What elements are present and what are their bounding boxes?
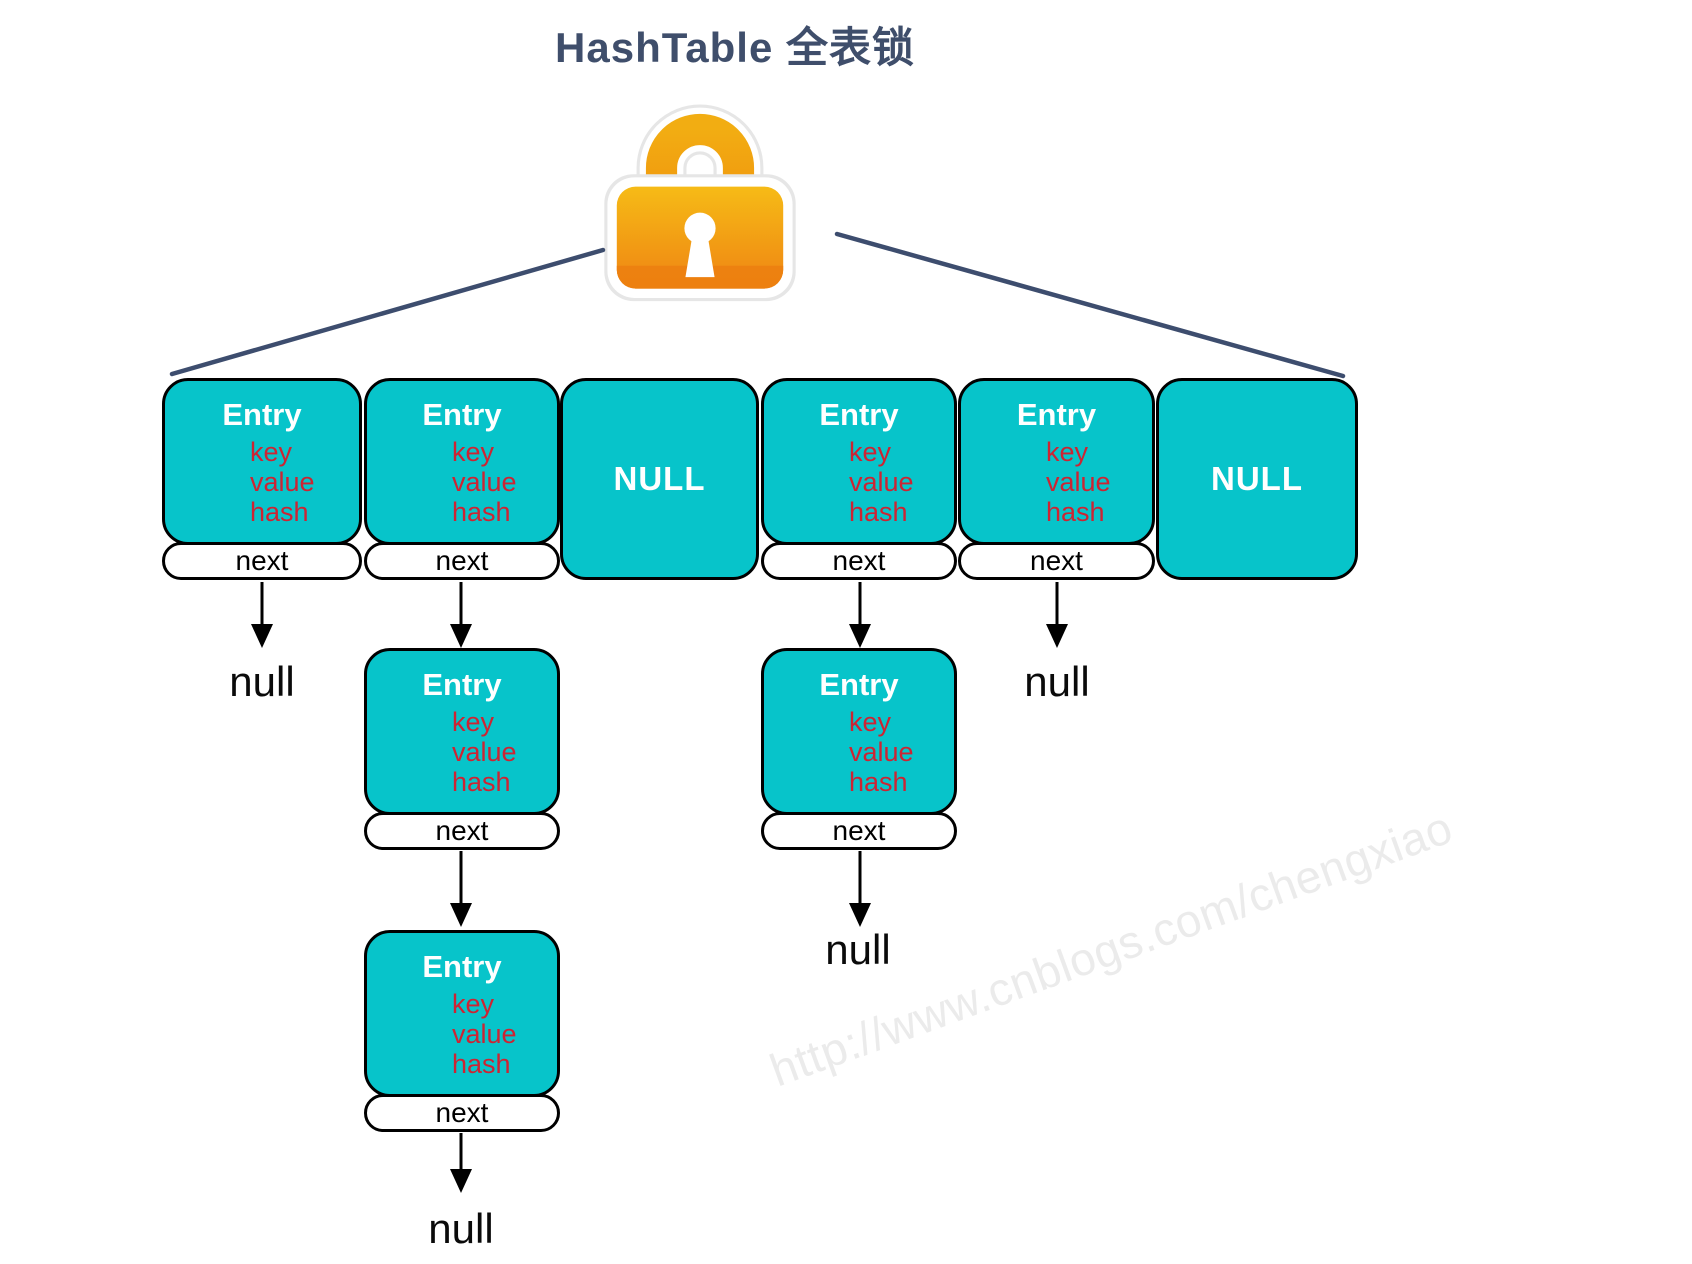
padlock-icon [604, 104, 796, 302]
entry-field-key: key [849, 437, 892, 467]
next-pointer: next [162, 542, 362, 580]
entry-title: Entry [422, 397, 502, 432]
entry-field-value: value [452, 1019, 517, 1049]
entry-title: Entry [222, 397, 302, 432]
page-title: HashTable 全表锁 [555, 24, 915, 71]
next-pointer: next [761, 812, 957, 850]
entry-node: Entry key value hash [958, 378, 1155, 545]
entry-field-key: key [849, 707, 892, 737]
entry-fields: key value hash [764, 707, 954, 797]
entry-title: Entry [422, 667, 502, 702]
next-pointer: next [958, 542, 1155, 580]
null-slot: NULL [560, 378, 759, 580]
bucket-1: Entry key value hash next [364, 378, 560, 580]
entry-field-value: value [1046, 467, 1111, 497]
bucket-2: NULL [560, 378, 759, 580]
entry-field-key: key [452, 989, 495, 1019]
bucket-0: Entry key value hash next [162, 378, 362, 580]
entry-field-hash: hash [452, 767, 511, 797]
arrow-down-icon [1046, 582, 1068, 648]
entry-fields: key value hash [367, 707, 557, 797]
entry-node: Entry key value hash [364, 378, 560, 545]
null-terminator-bucket-4: null [1024, 658, 1090, 705]
entry-title: Entry [1016, 397, 1097, 432]
entry-fields: key value hash [764, 437, 954, 527]
entry-field-hash: hash [452, 497, 511, 527]
entry-field-hash: hash [250, 497, 309, 527]
entry-node: Entry key value hash [162, 378, 362, 545]
entry-title: Entry [819, 667, 899, 702]
entry-title: Entry [422, 949, 502, 984]
entry-node: Entry key value hash [761, 648, 957, 815]
arrow-down-icon [450, 582, 472, 648]
bucket-4: Entry key value hash next [958, 378, 1155, 580]
arrow-down-icon [450, 851, 472, 927]
next-pointer: next [364, 1094, 560, 1132]
arrow-down-icon [450, 1133, 472, 1193]
entry-node: Entry key value hash [364, 930, 560, 1097]
null-terminator-bucket-1: null [428, 1205, 494, 1252]
entry-field-hash: hash [452, 1049, 511, 1079]
entry-fields: key value hash [961, 437, 1152, 527]
entry-field-value: value [250, 467, 315, 497]
entry-fields: key value hash [165, 437, 359, 527]
entry-field-key: key [1046, 437, 1089, 467]
entry-fields: key value hash [367, 437, 557, 527]
entry-field-value: value [452, 737, 517, 767]
null-terminator-bucket-3: null [825, 926, 891, 973]
entry-field-key: key [452, 437, 495, 467]
bucket-3-chain-node-1: Entry key value hash next [761, 648, 957, 850]
left-connector-line [169, 247, 606, 377]
arrow-down-icon [849, 582, 871, 648]
bucket-5: NULL [1156, 378, 1358, 580]
entry-field-value: value [849, 467, 914, 497]
arrow-down-icon [849, 851, 871, 927]
next-pointer: next [364, 812, 560, 850]
entry-field-hash: hash [1046, 497, 1105, 527]
entry-field-value: value [452, 467, 517, 497]
entry-field-key: key [250, 437, 293, 467]
arrow-down-icon [251, 582, 273, 648]
null-slot: NULL [1156, 378, 1358, 580]
bucket-3: Entry key value hash next [761, 378, 957, 580]
entry-field-hash: hash [849, 767, 908, 797]
null-terminator-bucket-0: null [229, 658, 295, 705]
entry-title: Entry [819, 397, 899, 432]
entry-fields: key value hash [367, 989, 557, 1079]
bucket-1-chain-node-2: Entry key value hash next [364, 930, 560, 1132]
entry-field-value: value [849, 737, 914, 767]
entry-node: Entry key value hash [761, 378, 957, 545]
next-pointer: next [364, 542, 560, 580]
entry-node: Entry key value hash [364, 648, 560, 815]
entry-field-hash: hash [849, 497, 908, 527]
right-connector-line [834, 231, 1346, 379]
entry-field-key: key [452, 707, 495, 737]
bucket-1-chain-node-1: Entry key value hash next [364, 648, 560, 850]
next-pointer: next [761, 542, 957, 580]
